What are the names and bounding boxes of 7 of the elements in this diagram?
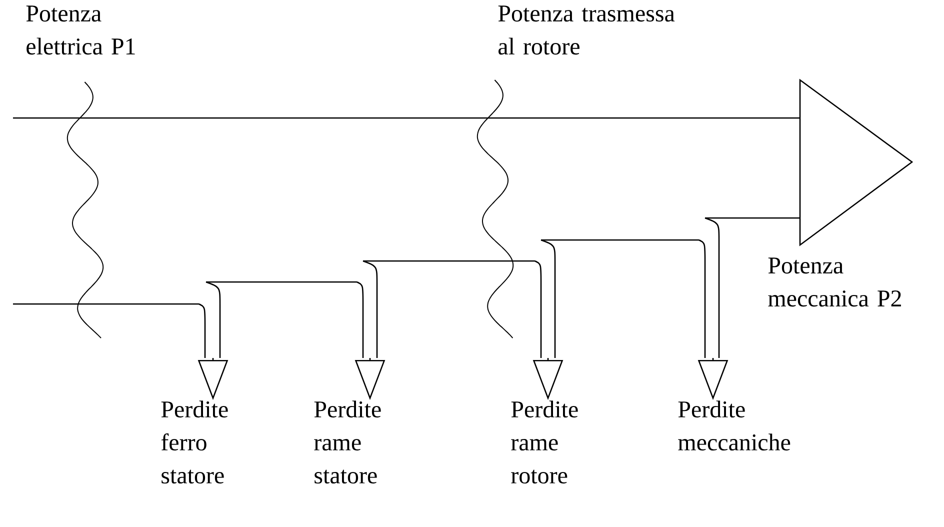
loss-label: Perdite meccaniche (678, 400, 790, 451)
loss-label: Perdite ferro statore (161, 400, 228, 484)
power-label: Potenza meccanica P2 (768, 258, 901, 307)
loss-label: Perdite rame statore (314, 400, 381, 484)
power-label: Potenza trasmessa al rotore (498, 6, 675, 55)
power-label: Potenza elettrica P1 (26, 6, 135, 55)
loss-label: Perdite rame rotore (511, 400, 578, 484)
